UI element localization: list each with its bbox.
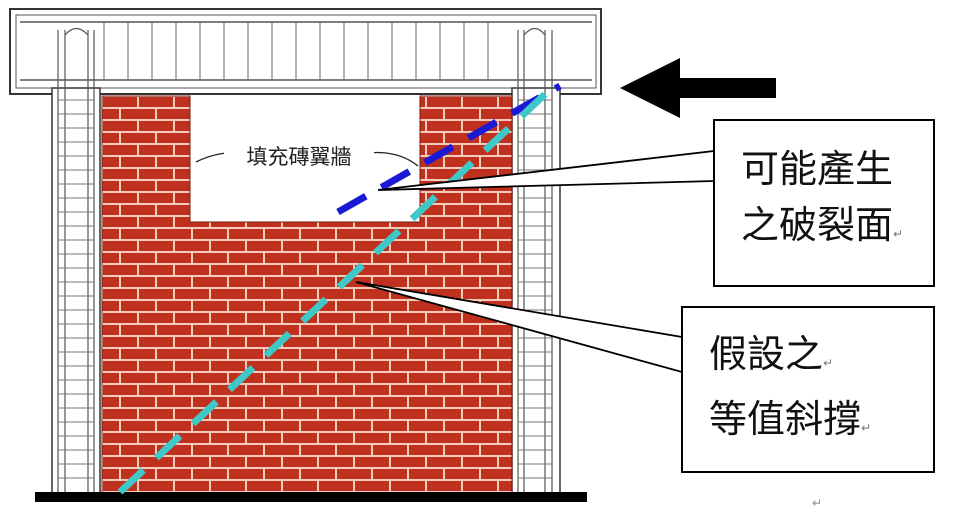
infill-wall-label: 填充磚翼牆 xyxy=(224,141,374,171)
paragraph-mark: ↵ xyxy=(812,496,823,510)
ground-line xyxy=(35,492,587,502)
equivalent-strut-callout: 假設之↵ 等值斜撐↵ xyxy=(681,306,935,473)
infill-label-leader-right xyxy=(367,151,419,167)
strut-text-line2: 等值斜撐 xyxy=(709,397,862,441)
failure-plane-text-line2: 之破裂面 xyxy=(741,203,894,247)
failure-plane-callout: 可能產生 之破裂面↵ xyxy=(713,119,935,287)
failure-plane-text-line1: 可能產生 xyxy=(741,147,894,191)
failure-plane-line xyxy=(336,82,562,216)
paragraph-mark: ↵ xyxy=(893,227,904,241)
paragraph-mark: ↵ xyxy=(861,421,872,435)
left-arrow-icon xyxy=(620,58,776,118)
left-column xyxy=(51,27,101,499)
paragraph-mark: ↵ xyxy=(823,356,834,370)
right-column xyxy=(511,27,561,499)
top-beam xyxy=(9,8,602,95)
strut-text-line1: 假設之 xyxy=(709,332,824,376)
